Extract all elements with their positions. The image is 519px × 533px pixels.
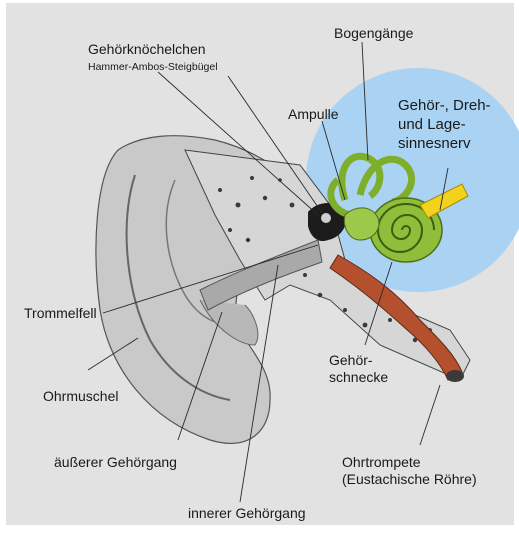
label-ossicles-sub: Hammer-Ambos-Steigbügel xyxy=(88,61,218,73)
label-cochlea: Gehör- schnecke xyxy=(329,352,388,386)
label-eustachian-tube: Ohrtrompete (Eustachische Röhre) xyxy=(342,454,477,488)
ossicle-highlight xyxy=(321,213,331,223)
label-nerve: Gehör-, Dreh- und Lage- sinnesnerv xyxy=(398,96,491,153)
label-ampulla: Ampulle xyxy=(288,106,339,123)
label-ossicles: Gehörknöchelchen xyxy=(88,41,206,58)
label-eardrum: Trommelfell xyxy=(24,305,97,322)
label-outer-ear-canal: äußerer Gehörgang xyxy=(54,454,177,471)
label-auricle: Ohrmuschel xyxy=(43,388,118,405)
label-semicircular-canals: Bogengänge xyxy=(334,25,413,42)
vestibule xyxy=(344,208,379,240)
label-inner-ear-canal: innerer Gehörgang xyxy=(188,505,306,522)
tube-opening xyxy=(446,370,464,382)
